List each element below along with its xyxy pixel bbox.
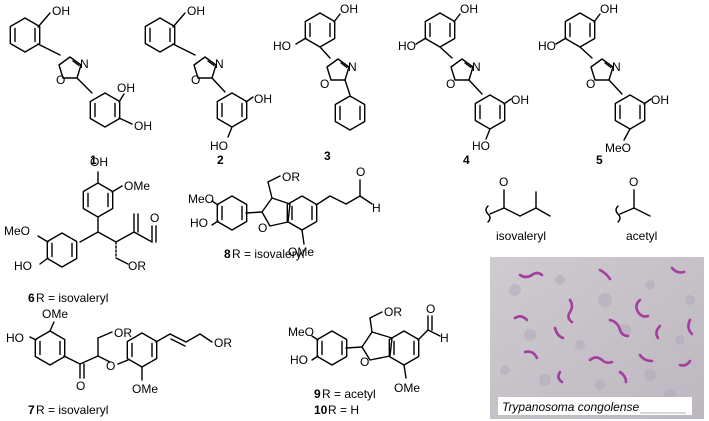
atom-label: H — [372, 201, 381, 215]
compound-caption: R = isovaleryl — [232, 247, 304, 261]
atom-label: O — [56, 73, 65, 87]
atom-label: OH — [254, 92, 272, 106]
atom-label: OR — [282, 170, 300, 184]
atom-label: OH — [117, 81, 135, 95]
atom-label: N — [348, 60, 357, 74]
atom-label: N — [472, 60, 481, 74]
compound-caption: R = H — [328, 403, 359, 417]
compound-caption: R = isovaleryl — [36, 403, 108, 417]
atom-label: O — [191, 73, 200, 87]
atom-label: N — [215, 57, 224, 71]
atom-label: N — [612, 60, 621, 74]
compound-caption: R = isovaleryl — [36, 291, 108, 305]
atom-label: MeO — [188, 192, 214, 206]
atom-label: OMe — [394, 381, 420, 395]
atom-label: OH — [340, 2, 358, 16]
atom-label: OR — [114, 326, 132, 340]
atom-label: O — [258, 221, 267, 235]
compound-number: 9 — [314, 387, 321, 401]
atom-label: OH — [187, 4, 205, 18]
atom-label: MeO — [605, 141, 631, 155]
compound-number: 6 — [28, 291, 35, 305]
compound-8-structure: MeO HO O OR OMe O H 8 R = isovaleryl — [188, 165, 381, 261]
atom-label: OR — [214, 336, 232, 350]
micrograph-panel: Trypanosoma congolense — [490, 257, 704, 419]
atom-label: OH — [460, 2, 478, 16]
atom-label: O — [499, 175, 508, 189]
atom-label: O — [320, 77, 329, 91]
atom-label: OH — [134, 119, 152, 133]
compound-number: 1 — [90, 153, 97, 167]
atom-label: OH — [651, 93, 669, 107]
compound-number: 2 — [217, 153, 224, 167]
atom-label: OR — [128, 259, 146, 273]
atom-label: OH — [600, 2, 618, 16]
compound-7-structure: OMe HO O OR O OMe OR 7 R = isovaleryl — [6, 307, 232, 417]
atom-label: O — [106, 359, 115, 373]
atom-label: HO — [290, 353, 308, 367]
atom-label: OMe — [42, 307, 68, 321]
acetyl-group: O acetyl — [615, 175, 657, 243]
compound-9-10-structure: MeO HO O OR OMe O H 9 R = acetyl 10 R = … — [288, 302, 449, 417]
compound-1-structure: OH N O OH OH 1 — [9, 4, 152, 167]
atom-label: OMe — [288, 245, 314, 259]
atom-label: OMe — [124, 179, 150, 193]
atom-label: O — [150, 211, 159, 225]
atom-label: MeO — [288, 325, 314, 339]
compound-caption: R = acetyl — [322, 387, 376, 401]
atom-label: O — [76, 379, 85, 393]
atom-label: OR — [384, 305, 402, 319]
atom-label: HO — [273, 39, 291, 53]
atom-label: O — [629, 175, 638, 189]
atom-label: H — [440, 331, 449, 345]
compound-2-structure: OH N O OH HO 2 — [144, 4, 272, 167]
atom-label: O — [360, 355, 369, 369]
compound-number: 5 — [596, 153, 603, 167]
atom-label: O — [446, 77, 455, 91]
atom-label: OH — [511, 93, 529, 107]
caption-box — [498, 397, 692, 415]
isovaleryl-label: isovaleryl — [496, 229, 546, 243]
atom-label: N — [80, 57, 89, 71]
atom-label: MeO — [4, 224, 30, 238]
compound-4-structure: OH HO N O OH HO 4 — [398, 2, 529, 167]
atom-label: HO — [472, 139, 490, 153]
compound-number: 4 — [463, 153, 470, 167]
atom-label: HO — [398, 39, 416, 53]
isovaleryl-group: O isovaleryl — [485, 175, 551, 243]
atom-label: HO — [14, 259, 32, 273]
atom-label: HO — [190, 216, 208, 230]
compound-5-structure: OH HO N O OH MeO 5 — [538, 2, 669, 167]
atom-label: HO — [538, 39, 556, 53]
atom-label: HO — [6, 331, 24, 345]
atom-label: OH — [52, 4, 70, 18]
compound-number: 7 — [28, 403, 35, 417]
atom-label: OMe — [132, 382, 158, 396]
compound-number: 3 — [324, 149, 331, 163]
compound-number: 8 — [224, 247, 231, 261]
acetyl-label: acetyl — [626, 229, 657, 243]
compound-6-structure: OH OMe MeO HO O OR 6 R = isovaleryl — [4, 155, 159, 305]
compound-3-structure: OH HO N O 3 — [273, 2, 366, 163]
compound-number: 10 — [314, 403, 328, 417]
atom-label: HO — [210, 139, 228, 153]
atom-label: O — [426, 302, 435, 316]
atom-label: OH — [90, 155, 108, 169]
atom-label: O — [586, 77, 595, 91]
atom-label: O — [356, 165, 365, 179]
micrograph-caption: Trypanosoma congolense — [502, 400, 640, 414]
